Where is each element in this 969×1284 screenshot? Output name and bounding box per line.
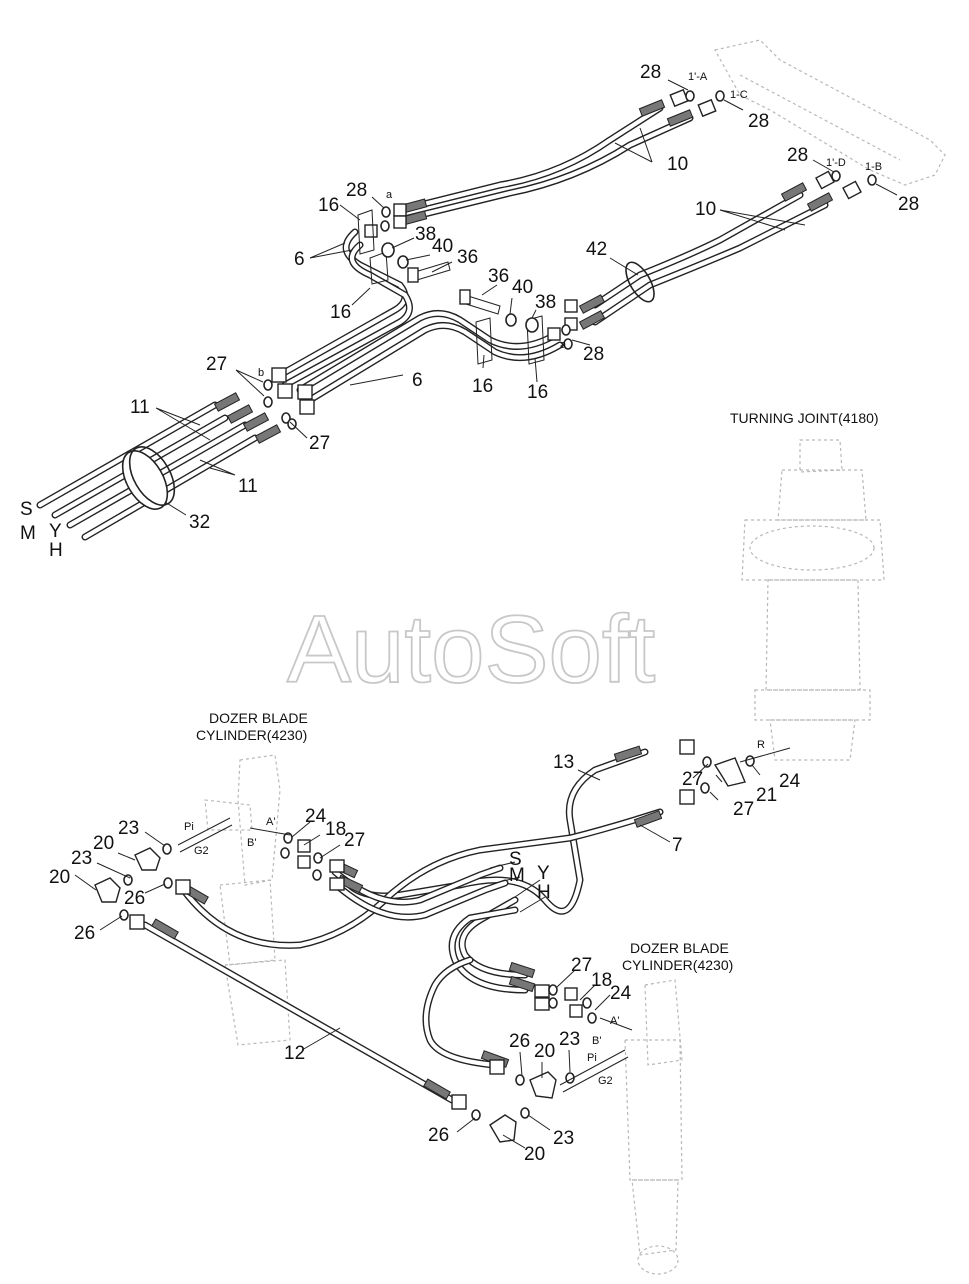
part-28-e: 28 — [346, 180, 367, 201]
port-B-prime-bottom: B' — [592, 1035, 601, 1047]
lower-hose-assembly — [74, 739, 791, 1149]
part-20-c: 20 — [534, 1041, 555, 1062]
port-1A: 1'-A — [688, 71, 708, 83]
upper-hose-assembly — [36, 79, 898, 541]
part-40-b: 40 — [512, 277, 533, 298]
part-23-d: 23 — [553, 1128, 574, 1149]
turning-joint-title: TURNING JOINT(4180) — [730, 410, 879, 426]
port-a-top: a — [386, 189, 393, 201]
port-labels: 1'-A 1-C 1'-D 1-B a a b R A' B' Pi G2 A'… — [184, 71, 882, 1087]
part-13: 13 — [553, 752, 574, 773]
part-38-b: 38 — [535, 292, 556, 313]
ghost-outlines — [204, 39, 946, 1275]
part-28-b: 28 — [748, 111, 769, 132]
part-10-b: 10 — [695, 199, 716, 220]
part-6-a: 6 — [294, 249, 305, 270]
part-40-a: 40 — [432, 236, 453, 257]
port-1D: 1'-D — [826, 157, 846, 169]
part-26-a: 26 — [124, 888, 145, 909]
part-28-a: 28 — [640, 62, 661, 83]
part-6-b: 6 — [412, 370, 423, 391]
part-23-c: 23 — [559, 1029, 580, 1050]
titles: TURNING JOINT(4180) DOZER BLADE CYLINDER… — [196, 410, 879, 973]
port-G2-top: G2 — [194, 845, 209, 857]
part-20-d: 20 — [524, 1144, 545, 1165]
part-16-a: 16 — [318, 195, 339, 216]
part-27-a: 27 — [206, 354, 227, 375]
watermark: AutoSoft — [287, 596, 655, 703]
part-11-b: 11 — [238, 476, 258, 497]
part-20-b: 20 — [49, 867, 70, 888]
port-a-right: a — [560, 339, 567, 351]
part-26-b: 26 — [74, 923, 95, 944]
line-letter-Y-top: Y — [49, 521, 62, 542]
port-G2-bottom: G2 — [598, 1075, 613, 1087]
line-letter-H-top: H — [49, 540, 63, 561]
port-1B: 1-B — [865, 161, 882, 173]
dozer-top-title-line2: CYLINDER(4230) — [196, 727, 307, 743]
part-26-d: 26 — [428, 1125, 449, 1146]
line-letter-M-top: M — [20, 523, 36, 544]
part-36-b: 36 — [488, 266, 509, 287]
part-10-a: 10 — [667, 154, 688, 175]
dozer-bottom-title-line2: CYLINDER(4230) — [622, 957, 733, 973]
part-28-c: 28 — [787, 145, 808, 166]
part-27-b: 27 — [309, 433, 330, 454]
port-b: b — [258, 367, 264, 379]
part-number-callouts: 28 28 28 28 28 28 10 10 16 16 16 16 6 6 … — [49, 62, 919, 1165]
part-18-a: 18 — [325, 819, 346, 840]
part-18-b: 18 — [591, 970, 612, 991]
line-letter-H-bottom: H — [537, 882, 551, 903]
part-27-e: 27 — [344, 830, 365, 851]
port-A-prime-top: A' — [266, 816, 275, 828]
part-28-f: 28 — [583, 344, 604, 365]
part-32: 32 — [189, 512, 210, 533]
part-11-a: 11 — [130, 397, 150, 418]
port-A-prime-bottom: A' — [610, 1015, 619, 1027]
line-letter-Y-bottom: Y — [537, 863, 550, 884]
part-24-c: 24 — [610, 983, 632, 1004]
port-Pi-top: Pi — [184, 821, 194, 833]
port-Pi-bottom: Pi — [587, 1052, 597, 1064]
part-16-c: 16 — [472, 376, 493, 397]
port-B-prime-top: B' — [247, 837, 256, 849]
port-1C: 1-C — [730, 89, 748, 101]
part-36-a: 36 — [457, 247, 478, 268]
part-27-d: 27 — [733, 799, 754, 820]
line-letter-S-top: S — [20, 499, 33, 520]
part-20-a: 20 — [93, 833, 114, 854]
port-R: R — [757, 739, 765, 751]
part-23-a: 23 — [118, 818, 139, 839]
dozer-top-title-line1: DOZER BLADE — [209, 710, 308, 726]
part-24-a: 24 — [779, 771, 801, 792]
part-21: 21 — [756, 785, 777, 806]
dozer-bottom-title-line1: DOZER BLADE — [630, 940, 729, 956]
line-letter-S-bottom: S — [509, 849, 522, 870]
part-26-c: 26 — [509, 1031, 530, 1052]
part-16-b: 16 — [330, 302, 351, 323]
part-24-b: 24 — [305, 806, 327, 827]
part-7: 7 — [672, 835, 683, 856]
part-42: 42 — [586, 239, 607, 260]
line-letter-M-bottom: M — [509, 865, 525, 886]
part-16-d: 16 — [527, 382, 548, 403]
part-38-a: 38 — [415, 224, 436, 245]
part-27-c: 27 — [682, 769, 703, 790]
part-23-b: 23 — [71, 848, 92, 869]
part-27-f: 27 — [571, 955, 592, 976]
part-12: 12 — [284, 1043, 305, 1064]
line-letters: S M Y H S M Y H — [20, 499, 551, 903]
part-28-d: 28 — [898, 194, 919, 215]
